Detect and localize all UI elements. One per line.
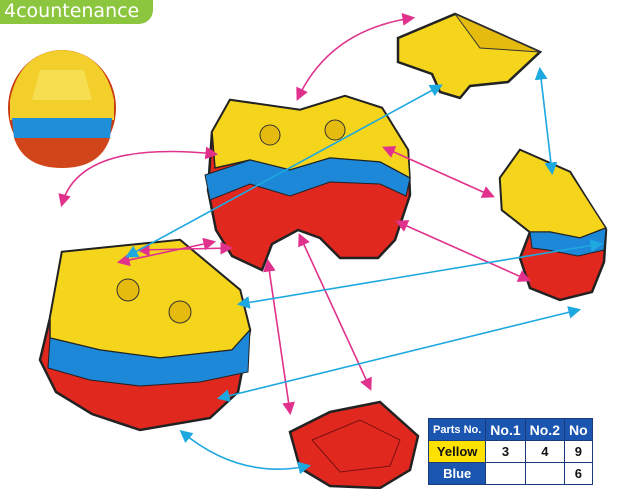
table-row: Yellow 3 4 9 (429, 441, 593, 463)
table-header-cell: No.1 (486, 419, 525, 441)
table-cell: 9 (564, 441, 592, 463)
title-tab: 4countenance (0, 0, 153, 24)
table-cell: 4 (525, 441, 564, 463)
table-cell (525, 463, 564, 485)
table-row-label: Blue (429, 463, 486, 485)
table-row: Blue 6 (429, 463, 593, 485)
parts-table-container: Parts No. No.1 No.2 No Yellow 3 4 9 Blue… (428, 410, 631, 489)
piece-right-side (500, 150, 606, 300)
piece-top-right-yellow (398, 14, 540, 98)
assembled-ball-photo (8, 50, 116, 168)
table-cell: 6 (564, 463, 592, 485)
table-header-cell: Parts No. (429, 419, 486, 441)
piece-center-half (205, 96, 410, 270)
table-cell (486, 463, 525, 485)
table-row-label: Yellow (429, 441, 486, 463)
piece-left-large (40, 240, 250, 430)
table-header-cell: No (564, 419, 592, 441)
piece-bottom-red (290, 402, 418, 488)
table-cell: 3 (486, 441, 525, 463)
table-header-cell: No.2 (525, 419, 564, 441)
table-header-row: Parts No. No.1 No.2 No (429, 419, 593, 441)
parts-table: Parts No. No.1 No.2 No Yellow 3 4 9 Blue… (428, 418, 593, 485)
